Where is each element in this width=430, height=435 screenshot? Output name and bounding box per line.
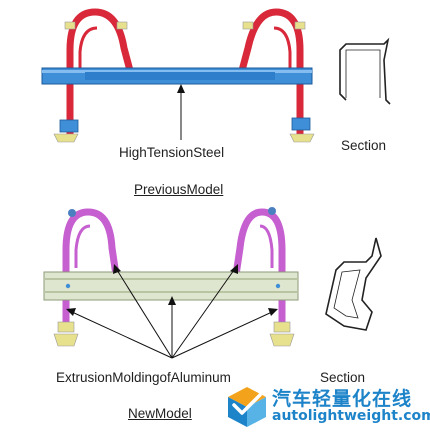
cube-logo-icon: [228, 387, 266, 427]
watermark-url: autolightweight.com: [272, 408, 430, 424]
new-left-tube: [62, 208, 120, 329]
new-right-tube-inner: [259, 224, 274, 268]
new-pointer-line: [171, 311, 273, 359]
previous-right-bracket: [291, 117, 311, 131]
new-pointer-line: [171, 269, 235, 359]
new-left-bracket: [57, 321, 75, 333]
new-section-outline: [325, 237, 382, 331]
new-pointer-arrowhead: [66, 308, 76, 316]
new-material-label: ExtrusionMoldingofAluminum: [56, 370, 231, 385]
new-right-foot: [269, 333, 295, 347]
previous-section-label: Section: [341, 138, 387, 153]
new-right-bracket: [273, 321, 291, 333]
previous-clip: [294, 21, 306, 30]
new-model-caption: NewModel: [128, 406, 192, 421]
new-crossbar-rib: [44, 278, 298, 280]
new-pointer-arrowhead: [168, 296, 176, 305]
watermark-name: 汽车轻量化在线: [272, 388, 413, 410]
new-pointer-arrowhead: [268, 308, 278, 316]
previous-right-tube-inner: [273, 26, 292, 68]
previous-left-bracket: [59, 119, 79, 133]
previous-left-tube-inner: [78, 26, 98, 68]
previous-clip: [116, 21, 128, 30]
previous-material-label: HighTensionSteel: [119, 145, 225, 160]
new-left-foot: [53, 333, 79, 347]
new-right-tube: [232, 208, 286, 329]
new-top-knob: [268, 207, 276, 215]
previous-section-profile: [339, 37, 391, 105]
new-crossbar-rib: [44, 291, 298, 293]
previous-left-tube: [66, 8, 136, 139]
new-crossbar: [43, 271, 299, 301]
previous-left-foot: [53, 133, 79, 143]
previous-pointer-arrowhead: [177, 84, 185, 93]
previous-crossbar-highlight: [42, 70, 312, 73]
watermark-logo: 汽车轻量化在线 autolightweight.com: [224, 383, 430, 430]
new-section-profile: [325, 237, 382, 331]
new-section-label: Section: [320, 370, 366, 385]
new-pointer-group: [66, 264, 278, 359]
previous-right-tube: [236, 8, 304, 139]
new-pointer-line: [71, 311, 173, 359]
new-pointer-line: [116, 269, 173, 359]
new-top-knob: [68, 209, 76, 217]
previous-right-foot: [289, 133, 315, 143]
new-section-inner: [333, 269, 361, 319]
new-pointer-arrowhead: [113, 264, 121, 274]
previous-model-frame: [41, 8, 315, 143]
new-model-frame: [43, 207, 299, 347]
new-pointer-arrowhead: [230, 264, 238, 274]
new-crossbar-bolt: [275, 283, 281, 289]
previous-section-inner: [345, 49, 381, 98]
new-crossbar-bolt: [65, 283, 71, 289]
previous-model-caption: PreviousModel: [134, 182, 224, 197]
previous-crossbar-center: [85, 72, 275, 80]
new-left-tube-inner: [74, 224, 91, 268]
previous-clip: [64, 21, 76, 30]
previous-clip: [242, 21, 254, 30]
